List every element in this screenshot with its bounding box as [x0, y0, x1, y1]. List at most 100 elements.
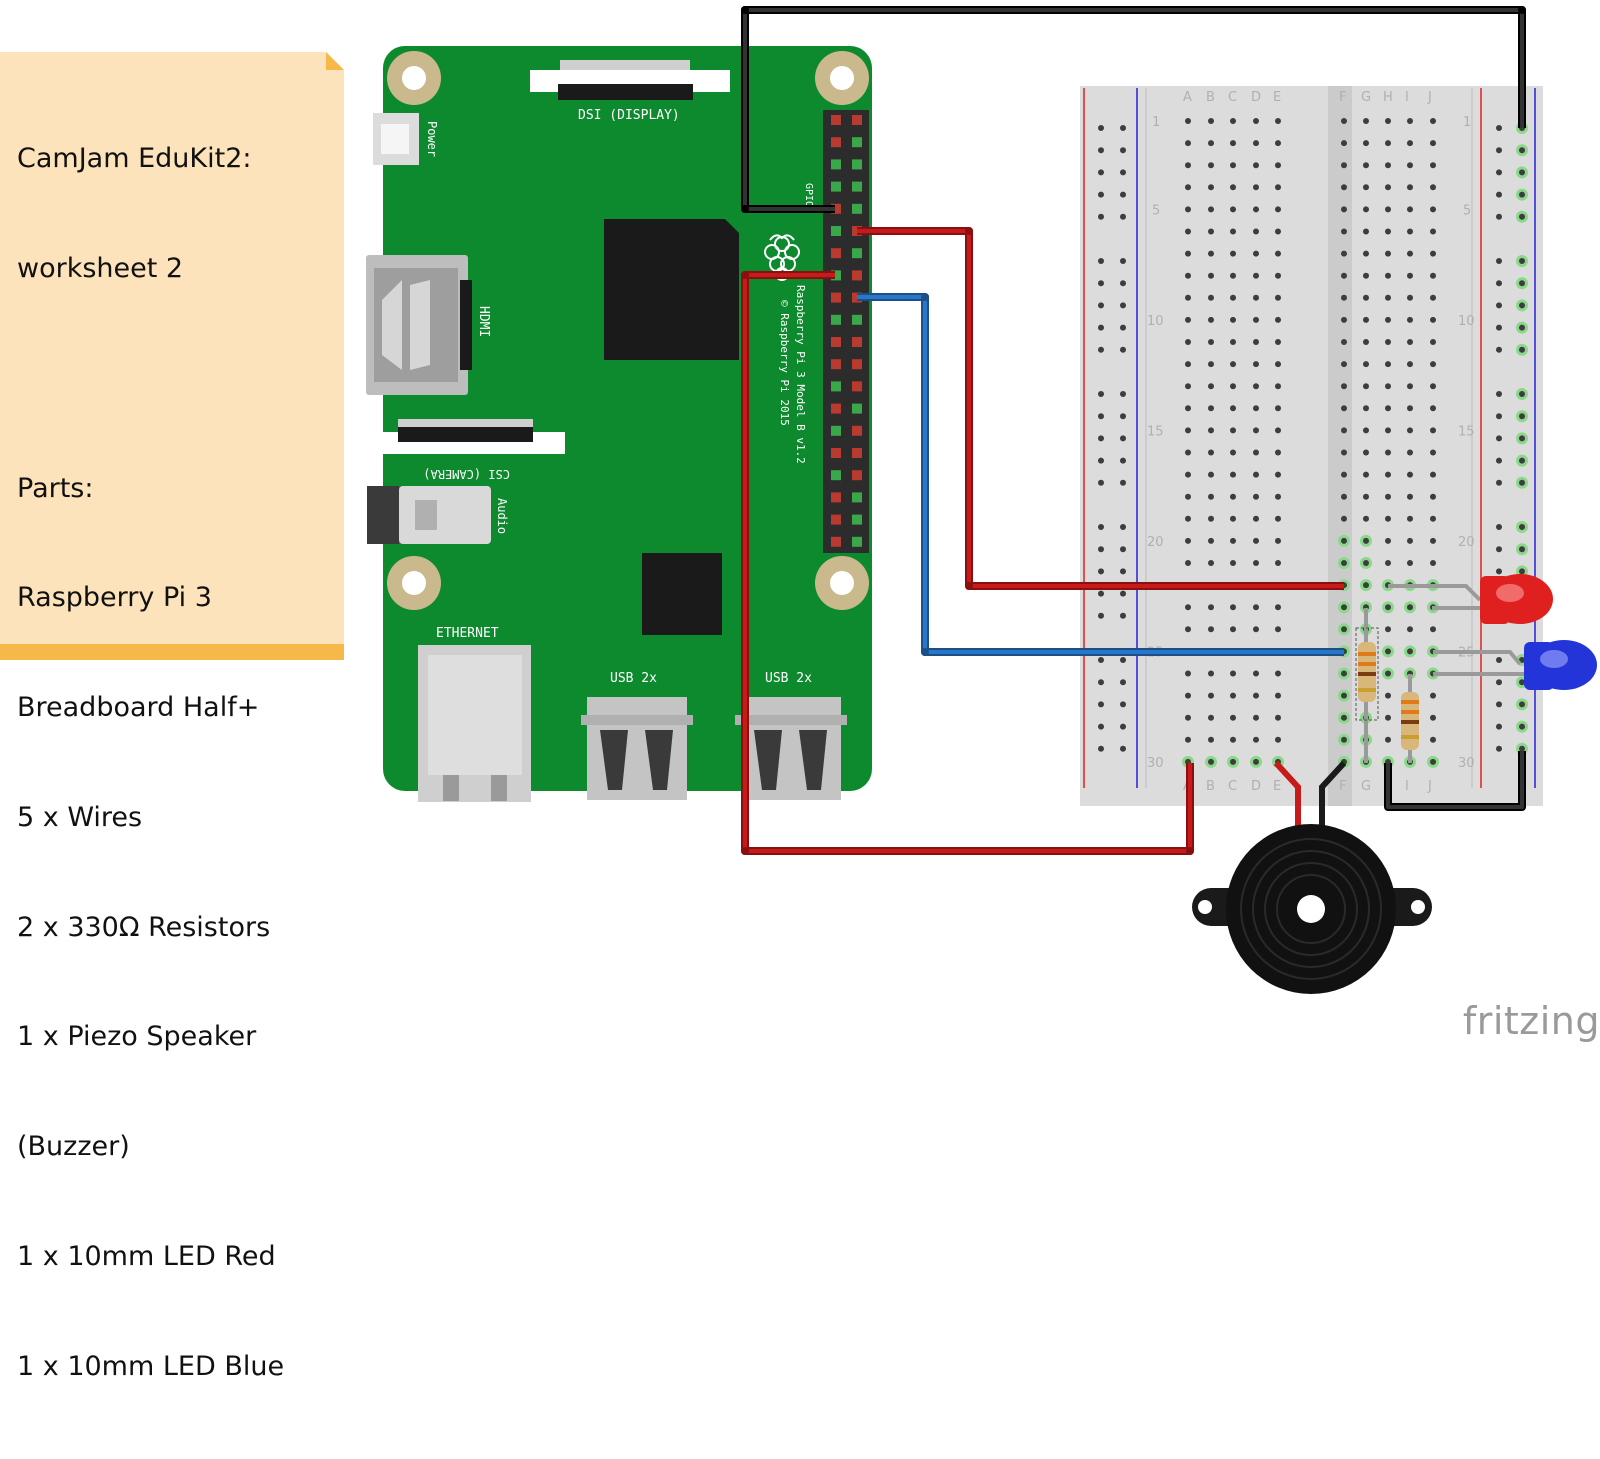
- breadboard-hole: [1185, 316, 1191, 323]
- rail-hole: [1098, 191, 1104, 198]
- rail-hole: [1098, 435, 1104, 442]
- breadboard-hole: [1208, 515, 1214, 522]
- rail-hole: [1098, 745, 1104, 752]
- breadboard-hole: [1253, 339, 1259, 345]
- gpio-pin: [852, 203, 862, 214]
- breadboard-row-number: 30: [1458, 756, 1475, 771]
- breadboard-row-number: 20: [1147, 535, 1164, 550]
- rail-hole: [1496, 213, 1502, 220]
- breadboard-hole: [1407, 537, 1413, 544]
- breadboard-hole: [1230, 670, 1236, 677]
- breadboard-hole: [1341, 250, 1347, 257]
- note-line: (Buzzer): [17, 1131, 130, 1163]
- rail-hole: [1098, 213, 1104, 220]
- breadboard-row-number: 10: [1147, 314, 1164, 329]
- gpio-pin: [831, 448, 841, 458]
- breadboard-hole: [1253, 316, 1259, 323]
- breadboard-hole: [1363, 184, 1369, 191]
- breadboard-hole: [1385, 427, 1391, 434]
- breadboard-hole: [1385, 626, 1391, 633]
- breadboard-hole: [1430, 449, 1436, 456]
- rail-hole: [1098, 723, 1104, 730]
- gpio-pin: [831, 159, 841, 170]
- breadboard-hole: [1407, 449, 1413, 456]
- breadboard-hole: [1230, 162, 1236, 169]
- breadboard-hole: [1385, 383, 1391, 390]
- breadboard-column-letter: E: [1273, 90, 1281, 105]
- rail-hole: [1120, 701, 1126, 708]
- rail-hole: [1098, 324, 1104, 331]
- rail-hole: [1496, 125, 1502, 131]
- rail-hole: [1519, 147, 1525, 154]
- fritzing-logo: fritzing: [1462, 999, 1600, 1043]
- gpio-pin: [831, 470, 841, 481]
- rail-hole: [1496, 679, 1502, 686]
- breadboard-hole: [1185, 471, 1191, 478]
- breadboard-hole: [1185, 736, 1191, 743]
- breadboard-hole: [1208, 692, 1214, 699]
- breadboard-hole: [1275, 294, 1281, 301]
- rail-hole: [1120, 169, 1126, 176]
- gpio-label: GPIO: [803, 183, 814, 207]
- gpio-pin: [831, 226, 841, 236]
- breadboard-hole: [1185, 361, 1191, 368]
- power-label: Power: [425, 121, 439, 157]
- breadboard-hole: [1363, 493, 1369, 500]
- piezo-buzzer: [1192, 760, 1432, 994]
- breadboard-hole: [1430, 758, 1436, 765]
- rail-hole: [1098, 413, 1104, 420]
- breadboard-hole: [1275, 537, 1281, 544]
- mounting-hole: [387, 556, 441, 610]
- breadboard-hole: [1385, 228, 1391, 235]
- rail-hole: [1098, 679, 1104, 686]
- breadboard-hole: [1185, 626, 1191, 633]
- gpio-pin: [831, 181, 841, 192]
- breadboard-hole: [1275, 162, 1281, 169]
- breadboard-hole: [1253, 692, 1259, 699]
- breadboard-hole: [1253, 626, 1259, 633]
- resistor-1: [1355, 608, 1379, 763]
- breadboard-hole: [1385, 294, 1391, 301]
- gpio-pin: [831, 492, 841, 503]
- breadboard-hole: [1230, 560, 1236, 566]
- breadboard-hole: [1253, 736, 1259, 743]
- breadboard-hole: [1407, 250, 1413, 257]
- rail-hole: [1496, 546, 1502, 553]
- breadboard-row-number: 10: [1458, 314, 1475, 329]
- gpio-pin: [831, 381, 841, 392]
- parts-note: CamJam EduKit2: worksheet 2 Parts: Raspb…: [0, 52, 344, 1382]
- breadboard-hole: [1275, 604, 1281, 611]
- rail-hole: [1098, 479, 1104, 486]
- breadboard-hole: [1385, 670, 1391, 677]
- breadboard-hole: [1230, 449, 1236, 456]
- rail-hole: [1496, 435, 1502, 442]
- breadboard-hole: [1253, 206, 1259, 213]
- rail-hole: [1098, 701, 1104, 708]
- breadboard-hole: [1385, 604, 1391, 611]
- breadboard-hole: [1275, 626, 1281, 633]
- breadboard-column-letter: A: [1183, 90, 1192, 105]
- breadboard-hole: [1275, 736, 1281, 743]
- breadboard-hole: [1430, 560, 1436, 566]
- breadboard-hole: [1185, 228, 1191, 235]
- gpio-pin: [852, 337, 862, 347]
- rail-hole: [1496, 169, 1502, 176]
- breadboard-hole: [1430, 692, 1436, 699]
- breadboard-hole: [1407, 471, 1413, 478]
- note-line: 1 x 10mm LED Red: [17, 1241, 276, 1272]
- breadboard-hole: [1385, 184, 1391, 191]
- breadboard-hole: [1363, 162, 1369, 169]
- breadboard-hole: [1430, 272, 1436, 279]
- breadboard-hole: [1430, 140, 1436, 147]
- breadboard-hole: [1230, 758, 1236, 765]
- breadboard-hole: [1185, 670, 1191, 677]
- breadboard-hole: [1253, 560, 1259, 566]
- rail-hole: [1120, 745, 1126, 752]
- breadboard-hole: [1230, 383, 1236, 390]
- note-text: CamJam EduKit2: worksheet 2 Parts: Raspb…: [17, 68, 284, 1459]
- breadboard-hole: [1430, 250, 1436, 257]
- breadboard-hole: [1185, 714, 1191, 721]
- breadboard-hole: [1208, 604, 1214, 611]
- rail-hole: [1496, 479, 1502, 486]
- breadboard-hole: [1253, 515, 1259, 522]
